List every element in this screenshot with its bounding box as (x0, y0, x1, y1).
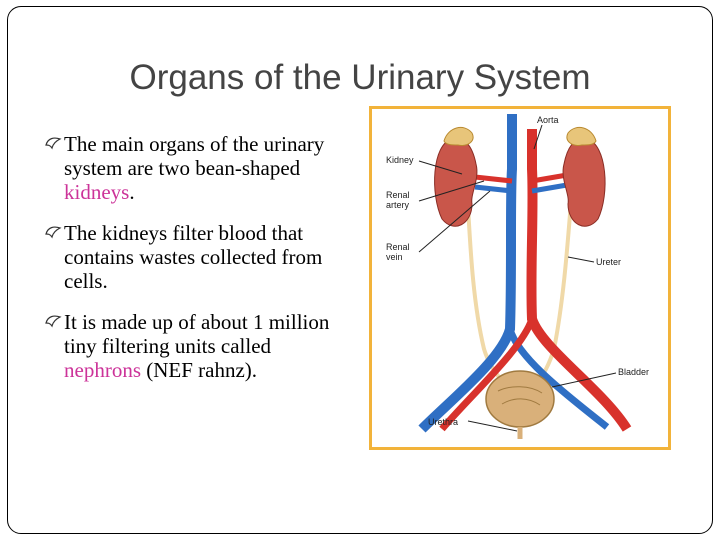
right-kidney (562, 138, 606, 227)
urinary-system-figure: Aorta Kidney Renal artery Renal vein Ure… (369, 106, 671, 450)
label-aorta: Aorta (537, 115, 559, 125)
bullet-icon (45, 226, 62, 239)
vena-cava (418, 114, 517, 433)
left-adrenal-gland (443, 126, 474, 146)
label-ureter: Ureter (596, 257, 621, 267)
renal-artery-leader (418, 180, 485, 202)
bladder-texture (497, 386, 543, 394)
label-urethra: Urethra (428, 417, 458, 427)
bladder-leader (551, 372, 617, 388)
right-iliac-vein (506, 327, 610, 430)
bullet-3-post: (NEF rahnz). (141, 358, 258, 382)
bullet-3-highlight: nephrons (64, 358, 141, 382)
aorta-leader (533, 124, 543, 150)
right-adrenal-gland (566, 126, 597, 146)
right-renal-artery (531, 172, 568, 184)
label-renal-vein-line1: Renal (386, 242, 410, 252)
left-renal-vein (474, 184, 513, 194)
left-renal-artery (474, 174, 513, 184)
bladder-texture (501, 398, 541, 406)
left-iliac-artery (439, 317, 536, 432)
bullet-item-3: It is made up of about 1 million tiny fi… (44, 310, 344, 382)
bullet-icon (45, 137, 62, 150)
ureter-leader (567, 256, 595, 263)
bullet-item-2: The kidneys filter blood that contains w… (44, 221, 344, 293)
slide-title: Organs of the Urinary System (129, 58, 591, 97)
urinary-system-illustration: Aorta Kidney Renal artery Renal vein Ure… (386, 114, 649, 439)
aorta-vessel (526, 129, 632, 432)
kidney-leader (418, 160, 463, 175)
label-renal-artery-line1: Renal (386, 190, 410, 200)
bullet-2-text: The kidneys filter blood that contains w… (64, 221, 323, 293)
bullet-item-1: The main organs of the urinary system ar… (44, 132, 344, 204)
left-kidney (434, 138, 478, 227)
label-renal-vein-line2: vein (386, 252, 403, 262)
bullet-1-text: The main organs of the urinary system ar… (64, 132, 325, 180)
bullet-1-post: . (129, 180, 135, 204)
bullet-3-text: It is made up of about 1 million tiny fi… (64, 310, 330, 358)
bullet-icon (45, 315, 62, 328)
label-kidney: Kidney (386, 155, 414, 165)
right-renal-vein (531, 182, 568, 194)
label-bladder: Bladder (618, 367, 649, 377)
bullet-list: The main organs of the urinary system ar… (44, 132, 344, 399)
renal-vein-leader (418, 190, 491, 253)
bullet-1-highlight: kidneys (64, 180, 130, 204)
label-renal-artery-line2: artery (386, 200, 410, 210)
urethra-leader (467, 420, 518, 432)
